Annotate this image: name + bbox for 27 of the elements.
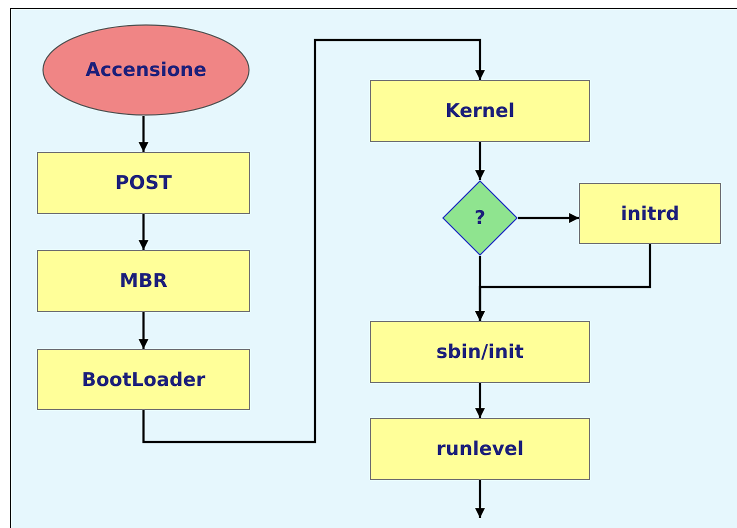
process-box [370,418,590,480]
decision-diamond [442,180,518,256]
arrow [475,480,485,518]
arrow [475,142,485,180]
process-box [579,183,721,244]
node-label: POST [115,172,172,194]
arrow [475,244,652,321]
node-label: Kernel [445,100,515,122]
arrow [138,312,148,349]
arrow [475,383,485,418]
arrow [138,214,148,250]
start-ellipse [42,24,250,116]
process-box [37,250,250,312]
process-box [37,152,250,214]
process-box [37,349,250,410]
node-label: sbin/init [436,341,524,363]
process-box [370,80,590,142]
node-label: Accensione [86,59,206,81]
arrow [138,116,148,152]
arrow [142,38,485,444]
arrow [518,213,579,223]
node-label: runlevel [436,438,524,460]
node-label: BootLoader [82,368,206,390]
node-label: initrd [620,202,680,224]
process-box [370,321,590,383]
node-label: MBR [119,270,168,292]
node-label: ? [474,207,486,229]
